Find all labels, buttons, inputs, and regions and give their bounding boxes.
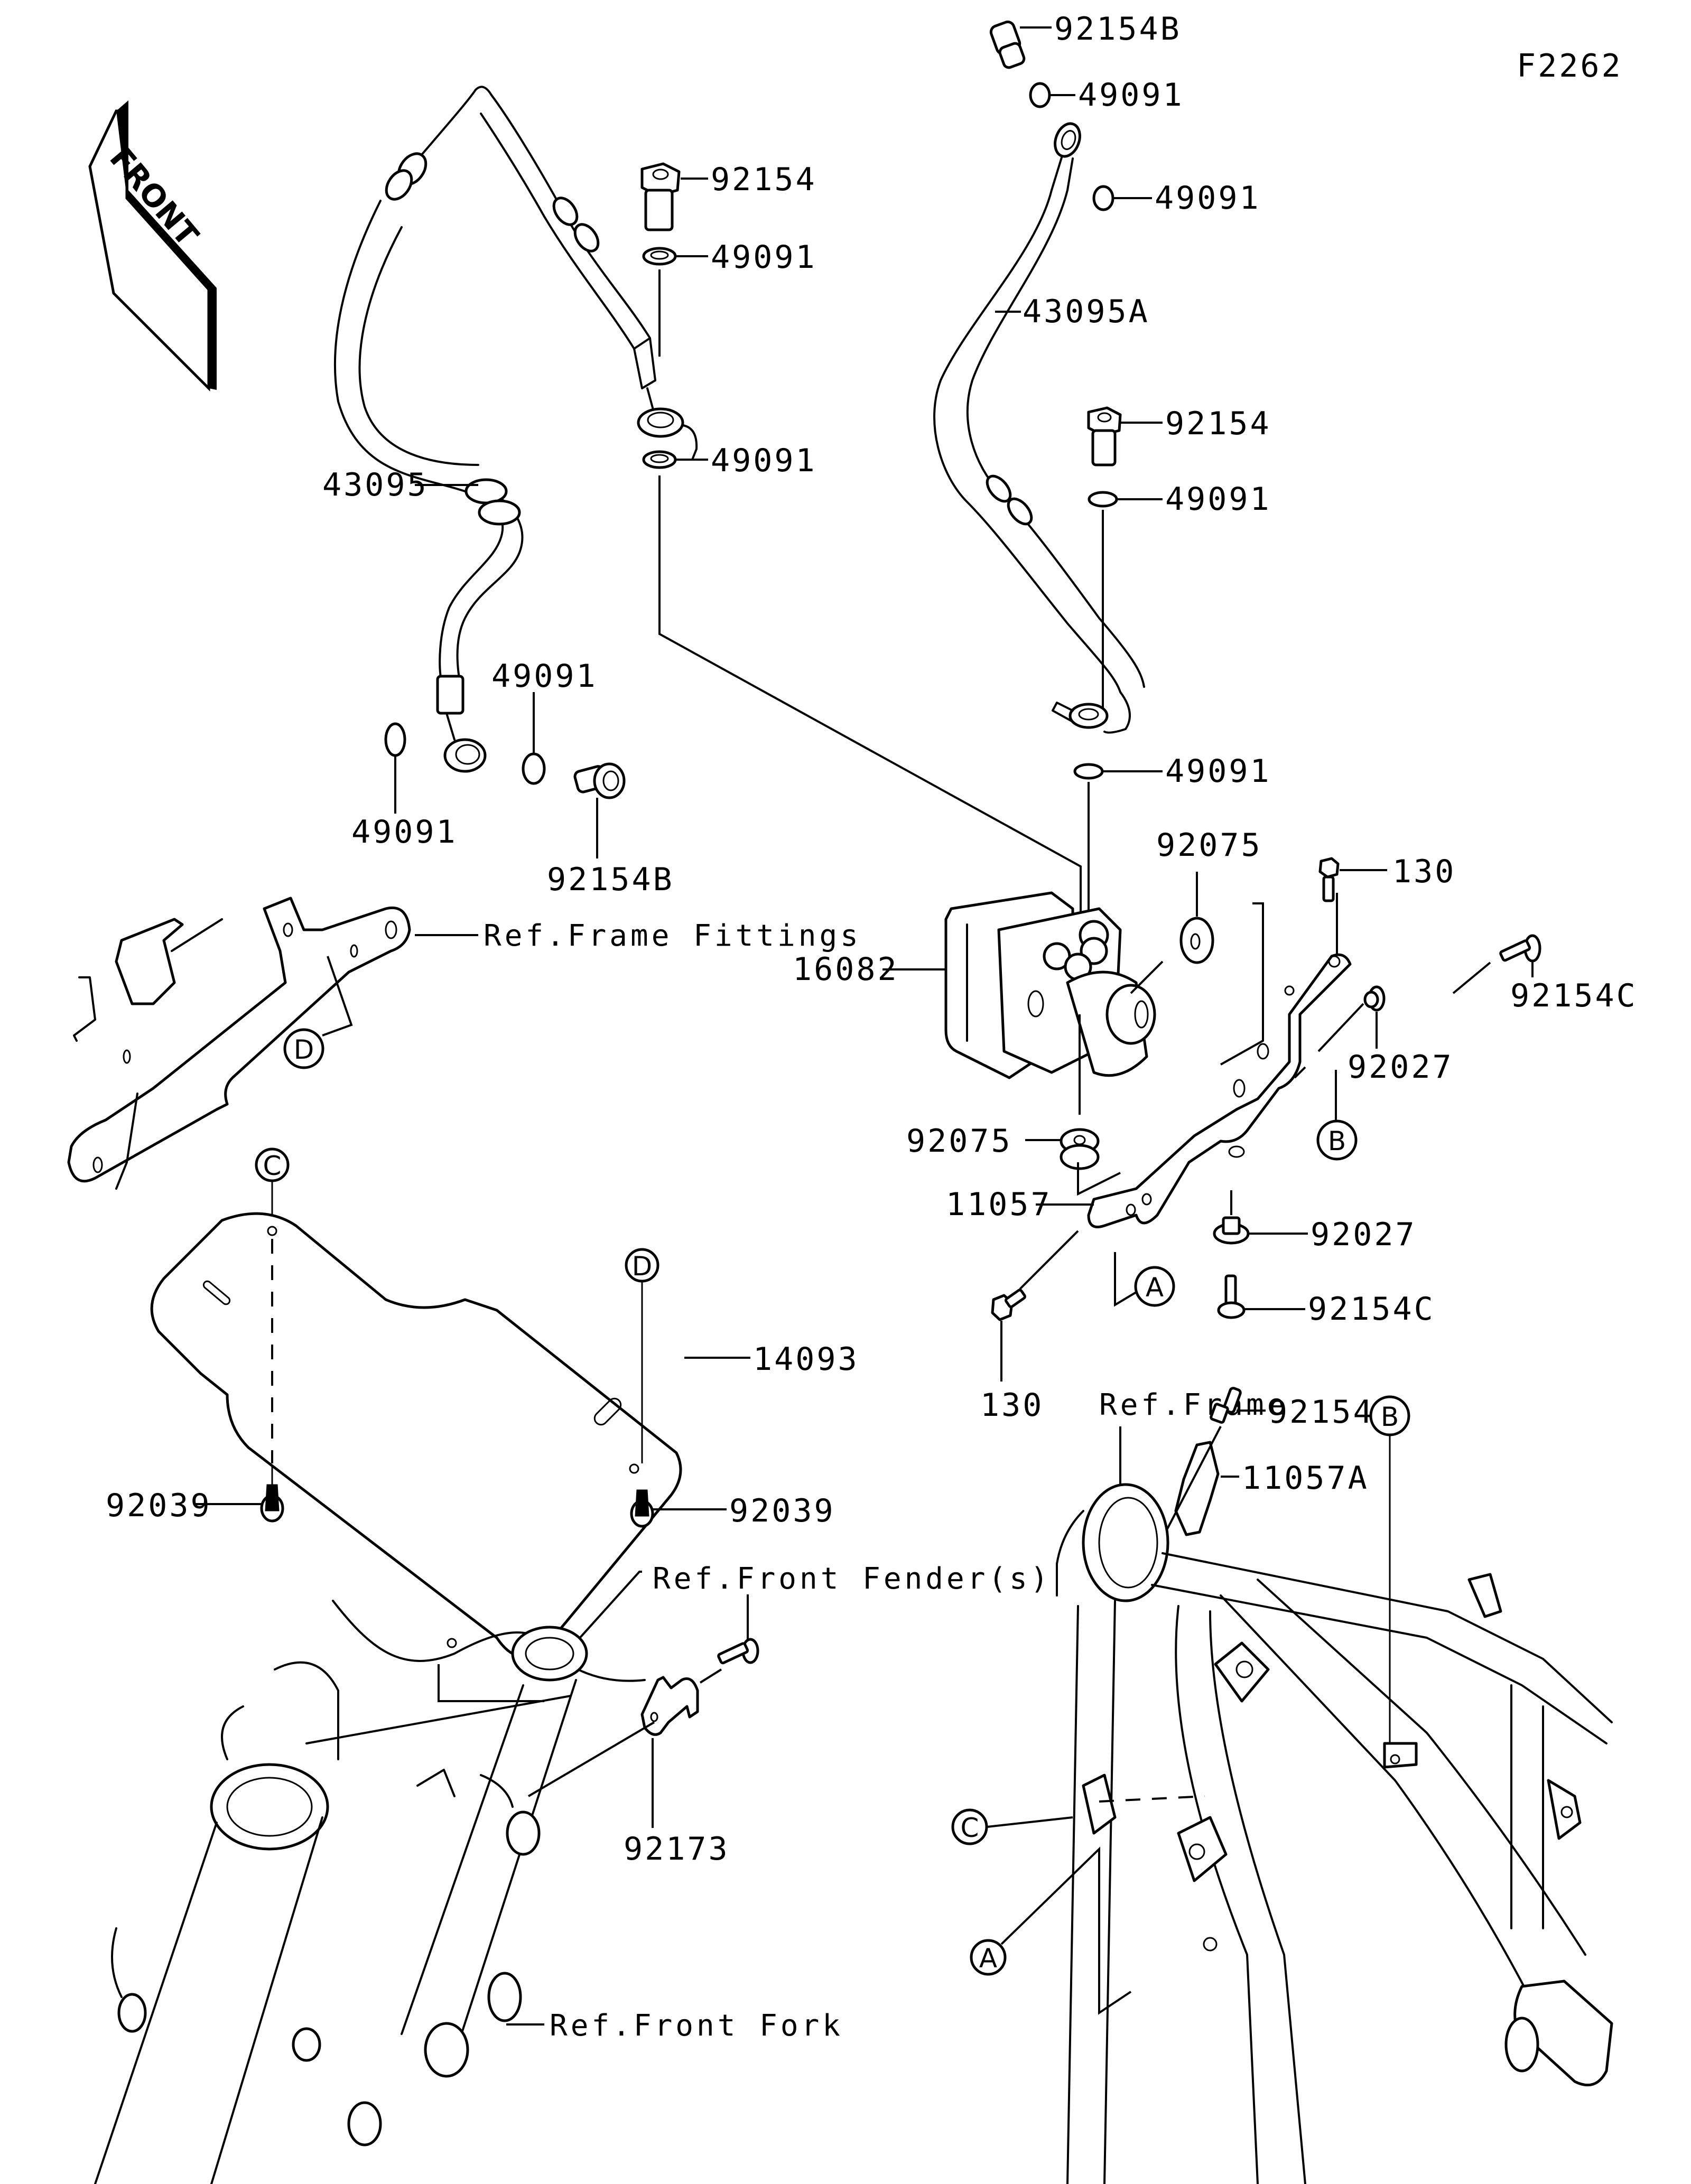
callout-49091-center-upper: 49091	[711, 239, 817, 276]
collar-92027-lower	[1213, 1216, 1250, 1245]
index-marker-d-upper-label: D	[294, 1034, 314, 1065]
callout-49091-right-upper: 49091	[1165, 481, 1271, 518]
index-marker-a-frame	[970, 1939, 1007, 1976]
callout-43095: 43095	[322, 466, 429, 503]
callout-130-upper: 130	[1392, 853, 1456, 890]
index-marker-a-frame-label: A	[979, 1943, 997, 1974]
callout-11057a: 11057A	[1242, 1460, 1369, 1497]
washer-49091-right-upper	[1088, 491, 1118, 508]
callout-14093: 14093	[753, 1341, 859, 1378]
index-marker-b-upper	[1316, 1119, 1358, 1161]
frame-fittings-bracket	[67, 897, 411, 1190]
front-fork-assembly	[94, 1600, 646, 2184]
banjo-bolt-92154-right	[1087, 406, 1122, 466]
callout-11057: 11057	[946, 1186, 1052, 1223]
washer-49091-left	[384, 722, 406, 757]
callout-92075-upper: 92075	[1156, 827, 1262, 864]
washer-49091-center-lower	[642, 450, 677, 469]
bracket-11057a	[1174, 1441, 1220, 1536]
index-marker-c-frame-label: C	[961, 1813, 979, 1843]
bolt-130-upper	[1318, 857, 1340, 902]
callout-43095a: 43095A	[1023, 293, 1150, 330]
index-marker-d-upper	[283, 1028, 324, 1069]
callout-92154c-lower: 92154C	[1308, 1291, 1435, 1328]
washer-49091-right-lower	[1073, 763, 1104, 780]
callout-92154-right: 92154	[1165, 405, 1271, 442]
callout-92154b-top: 92154B	[1054, 11, 1182, 48]
figure-id-label: F2262	[1517, 48, 1623, 85]
bolt-92154a	[1210, 1387, 1242, 1424]
cover-14093	[150, 1212, 682, 1658]
callout-49091-center-lower: 49091	[711, 442, 817, 479]
callout-49091-right-lower: 49091	[1165, 753, 1271, 790]
brake-hose-43095	[333, 86, 698, 773]
clip-92039-left	[260, 1484, 284, 1523]
banjo-bolt-92154b-top	[989, 20, 1026, 69]
frame-structure	[1056, 1483, 1613, 2184]
callout-92039-right: 92039	[729, 1492, 835, 1529]
index-marker-c-left-label: C	[263, 1151, 282, 1181]
damper-92075-lower	[1060, 1128, 1100, 1170]
ref-front-fender: Ref.Front Fender(s)	[653, 1562, 1052, 1596]
bolt-92154c-lower	[1217, 1274, 1246, 1319]
bolt-130-lower	[991, 1289, 1026, 1321]
index-marker-c-frame	[951, 1808, 988, 1845]
callout-16082: 16082	[793, 951, 899, 988]
washer-49091-center-upper	[642, 247, 677, 266]
index-marker-b-upper-label: B	[1328, 1126, 1346, 1156]
callout-92075-lower: 92075	[906, 1123, 1012, 1160]
washer-49091-top-1	[1029, 82, 1051, 108]
ref-frame: Ref.Frame	[1099, 1388, 1288, 1422]
bolt-front-fender	[717, 1638, 759, 1665]
index-marker-a-upper	[1134, 1266, 1175, 1307]
damper-92075-upper	[1179, 917, 1214, 964]
clamp-92173	[640, 1676, 699, 1736]
index-marker-d-cover	[625, 1248, 659, 1283]
abs-hydraulic-unit-16082	[944, 891, 1156, 1079]
washer-49091-mid	[522, 752, 546, 785]
callout-49091-left-b: 49091	[491, 658, 598, 695]
callout-92154-center: 92154	[711, 161, 817, 198]
washer-49091-top-2	[1092, 185, 1114, 211]
callout-49091-left-a: 49091	[351, 814, 458, 851]
callout-130-lower: 130	[980, 1387, 1044, 1424]
callout-49091-top-2: 49091	[1155, 180, 1261, 217]
banjo-bolt-92154-center	[640, 162, 681, 231]
ref-frame-fittings: Ref.Frame Fittings	[484, 919, 861, 953]
front-direction-icon: FRONT	[88, 100, 217, 392]
callout-92154c-upper: 92154C	[1510, 977, 1638, 1014]
bracket-11057	[1087, 953, 1352, 1228]
callout-92039-left: 92039	[106, 1487, 212, 1524]
ref-front-fork: Ref.Front Fork	[550, 2009, 843, 2043]
callout-92027-upper: 92027	[1348, 1049, 1454, 1086]
index-marker-b-frame-label: B	[1381, 1402, 1399, 1432]
index-marker-d-cover-label: D	[632, 1251, 653, 1282]
callout-92027-lower: 92027	[1311, 1216, 1417, 1253]
clip-92039-right	[630, 1489, 654, 1528]
callout-49091-top-1: 49091	[1078, 77, 1184, 114]
index-marker-a-upper-label: A	[1146, 1272, 1164, 1303]
collar-92027-upper	[1363, 985, 1386, 1012]
callout-92154b-left: 92154B	[547, 861, 674, 898]
index-marker-c-left	[255, 1147, 290, 1182]
bolt-92154c-upper	[1499, 934, 1541, 963]
callout-92173: 92173	[624, 1831, 730, 1868]
brake-hose-43095a	[933, 122, 1145, 734]
banjo-bolt-92154b-left	[573, 762, 626, 799]
